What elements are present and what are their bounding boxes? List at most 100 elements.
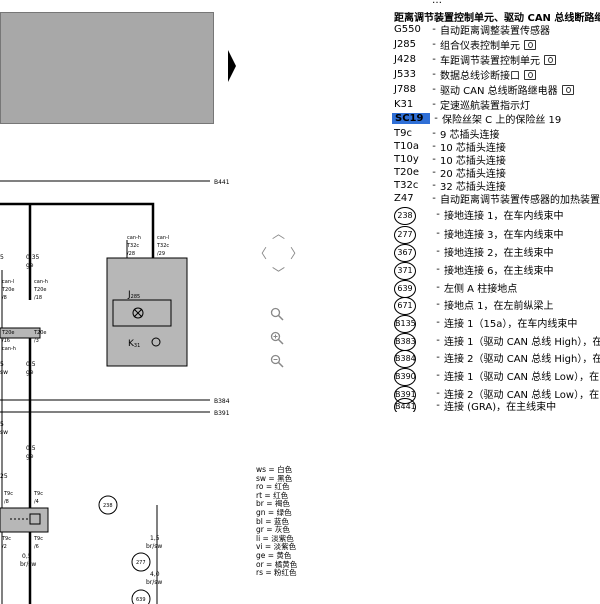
legend-item: T9c-9 芯插头连接	[394, 127, 500, 141]
wire-label: 0,5	[26, 445, 36, 452]
ground-label: 639	[136, 597, 146, 603]
play-arrow-icon[interactable]	[228, 50, 236, 82]
zoom-out-icon[interactable]	[270, 354, 284, 368]
color-code: vi = 淡紫色	[256, 542, 297, 552]
color-code: li = 淡紫色	[256, 533, 294, 543]
conn-label: T20e	[1, 287, 15, 293]
k31-lamp-icon	[132, 307, 144, 319]
ground-label: 277	[136, 560, 146, 566]
legend-item: Z47-自动距离调节装置传感器的加热装置	[394, 192, 600, 206]
color-code: br = 褐色	[256, 499, 290, 509]
pan-left-icon[interactable]: 〈	[254, 247, 268, 262]
legend-item: T32c-32 芯插头连接	[394, 179, 506, 193]
wire-label: 0,5	[22, 553, 32, 560]
legend-title: 距离调节装置控制单元、驱动 CAN 总线断路继	[394, 13, 600, 24]
camera-icon	[561, 85, 574, 95]
legend-top-cut: …	[432, 0, 442, 6]
camera-icon	[524, 70, 536, 80]
legend-item[interactable]: J533-数据总线诊断接口	[394, 67, 536, 82]
j285-inner	[112, 299, 172, 327]
conn-label: /28	[127, 251, 135, 257]
color-code: gr = 灰色	[256, 525, 290, 535]
legend-item: G550-自动距离调整装置传感器	[394, 23, 550, 37]
legend-item: T10y-10 芯插头连接	[394, 153, 506, 167]
camera-icon	[524, 40, 536, 50]
legend-connection-item: B135-连接 1（15a），在车内线束中	[394, 315, 577, 333]
wire-label: ge	[26, 453, 34, 460]
wire-label: ge	[26, 262, 34, 269]
color-code: sw = 黑色	[256, 473, 293, 483]
legend-connection-item: B383-连接 1（驱动 CAN 总线 High），在	[394, 333, 600, 351]
wiring-diagram: B441 B384 B391 5 0,35 ge can-h T32c /28 …	[0, 50, 236, 604]
legend-ground-item: 238-接地连接 1，在车内线束中	[394, 207, 564, 225]
supply-wire	[0, 202, 155, 258]
wire-label: sw	[0, 429, 8, 436]
wire-label: 5	[0, 361, 4, 368]
color-code: ws = 白色	[256, 465, 293, 474]
conn-label: T9c	[3, 491, 13, 497]
ground-label: 238	[103, 503, 113, 509]
conn-label: T9c	[1, 536, 11, 542]
legend-ground-item: 639-左侧 A 柱接地点	[394, 280, 517, 298]
legend-connection-item: B441-连接 (GRA)，在主线束中	[394, 398, 556, 412]
conn-label: can-h	[2, 346, 16, 352]
t9c-connector	[0, 507, 49, 533]
legend-ground-item: 371-接地连接 6，在主线束中	[394, 262, 554, 280]
legend-item: T10a-10 芯插头连接	[394, 140, 506, 154]
ground-639	[131, 589, 151, 604]
conn-label: /2	[2, 544, 7, 550]
color-code: ge = 黄色	[256, 550, 292, 560]
legend-item: T20e-20 芯插头连接	[394, 166, 506, 180]
wire-label: 1,5	[150, 535, 160, 542]
conn-label: T20e	[1, 330, 15, 336]
zoom-fit-icon[interactable]	[270, 307, 284, 321]
pan-right-icon[interactable]: 〉	[290, 247, 304, 262]
color-code: ro = 红色	[256, 482, 290, 492]
component-label-k31: K31	[128, 339, 140, 349]
conn-label: T32c	[156, 243, 169, 249]
legend-item[interactable]: J285-组合仪表控制单元	[394, 37, 536, 52]
conn-label: /4	[34, 499, 39, 505]
color-code: rs = 粉红色	[256, 568, 297, 578]
color-code-legend: ws = 白色 sw = 黑色 ro = 红色 rt = 红色 br = 褐色 …	[256, 465, 298, 578]
connector-block-left	[0, 327, 41, 339]
bus-label-b441: B441	[214, 179, 230, 186]
ground-277	[131, 552, 151, 572]
conn-label: /3	[34, 338, 39, 344]
conn-label: /16	[2, 338, 10, 344]
conn-label: T9c	[33, 536, 43, 542]
pan-up-icon[interactable]: ︿	[272, 227, 286, 242]
conn-label: /29	[157, 251, 165, 257]
collapsed-panel	[0, 12, 214, 124]
legend-connection-item: B384-连接 2（驱动 CAN 总线 High），在	[394, 350, 600, 368]
component-legend: … 距离调节装置控制单元、驱动 CAN 总线断路继 G550-自动距离调整装置传…	[392, 0, 600, 412]
color-code: rt = 红色	[256, 490, 289, 500]
legend-connection-item: B390-连接 1（驱动 CAN 总线 Low），在	[394, 368, 599, 386]
legend-ground-item: 277-接地连接 3，在车内线束中	[394, 226, 564, 244]
legend-item[interactable]: J788-驱动 CAN 总线断路继电器	[394, 82, 574, 97]
wire-label: br/sw	[146, 543, 162, 550]
bus-label-b391: B391	[214, 410, 230, 417]
wire-label: 25	[0, 473, 8, 480]
wire-label: sw	[0, 369, 8, 376]
color-code: gn = 绿色	[256, 507, 292, 517]
conn-label: T20e	[33, 287, 47, 293]
conn-label: can-h	[34, 279, 48, 285]
legend-item-highlighted[interactable]: SC19-保险丝架 C 上的保险丝 19	[392, 111, 561, 126]
wire-label: ge	[26, 369, 34, 376]
wire-label: 0,5	[26, 361, 36, 368]
conn-label: /8	[4, 499, 9, 505]
bus-label-b384: B384	[214, 398, 230, 405]
zoom-in-icon[interactable]	[270, 331, 284, 345]
legend-item[interactable]: J428-车距调节装置控制单元	[394, 52, 556, 67]
wire-label: 4,0	[150, 571, 160, 578]
conn-label: T32c	[126, 243, 139, 249]
pan-down-icon[interactable]: ﹀	[272, 267, 286, 282]
wire-label: br/sw	[146, 579, 162, 586]
k31-indicator-icon	[151, 337, 161, 347]
conn-label: /8	[2, 295, 7, 301]
component-label-j285: J285	[127, 290, 140, 300]
color-code: or = 橘黄色	[256, 559, 298, 569]
wire-label: 5	[0, 254, 4, 261]
legend-ground-item: 367-接地连接 2，在主线束中	[394, 244, 554, 262]
